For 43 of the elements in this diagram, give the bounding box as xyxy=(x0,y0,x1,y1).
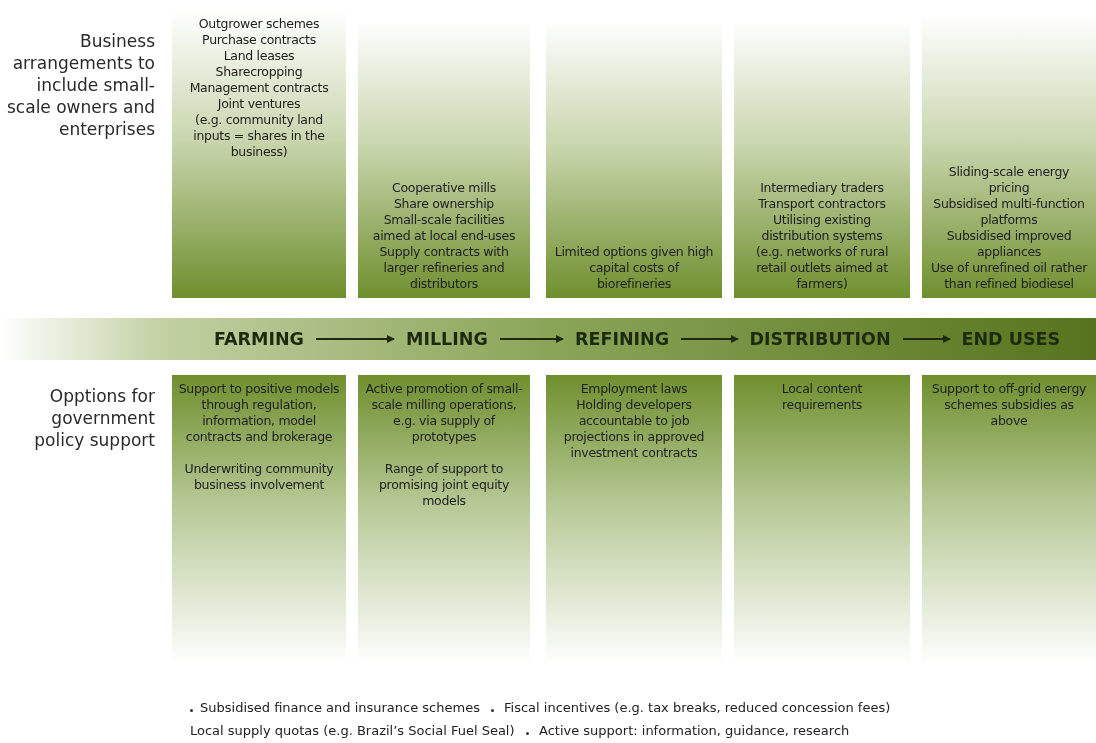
panel-text: (e.g. community land inputs = shares in the business) xyxy=(192,112,326,160)
panel-text: (e.g. networks of rural retail outlets aimed at farmers) xyxy=(754,244,890,292)
panel-text: Land leases xyxy=(223,48,295,64)
panel-text: Use of unrefined oil rather than refined biodiesel xyxy=(929,260,1089,292)
arrow xyxy=(315,335,395,343)
panel-text: Subsidised multi-function platforms xyxy=(932,196,1086,228)
panel-text: Intermediary traders xyxy=(760,180,884,196)
panel-text: Transport contractors xyxy=(758,196,886,212)
panel-text: Supply contracts with larger refineries and distributors xyxy=(378,244,510,292)
arrow xyxy=(499,335,564,343)
panel-text: Sliding-scale energy pricing xyxy=(947,164,1071,196)
panel-text: Outgrower schemes xyxy=(198,16,320,32)
panel-text: Subsidised improved appliances xyxy=(945,228,1073,260)
panel-text: Sharecropping xyxy=(215,64,303,80)
panel-text: Support to positive models through regulation, information, model contracts and brokerage xyxy=(178,381,340,445)
panel-text: Holding developers accountable to job projections in approved investment contracts xyxy=(562,397,706,461)
arrow xyxy=(680,335,739,343)
arrow xyxy=(902,335,951,343)
panel-text: Support to off-grid energy schemes subsidies as above xyxy=(930,381,1088,429)
panel-text: Joint ventures xyxy=(217,96,301,112)
panel-text: Small-scale facilities aimed at local end-uses xyxy=(371,212,517,244)
panel-text: Cooperative mills xyxy=(392,180,496,196)
panel-text: Management contracts xyxy=(189,80,329,96)
panel-text: Share ownership xyxy=(394,196,494,212)
stage-label: FARMING xyxy=(214,328,304,350)
row-heading: Opptions for government policy support xyxy=(33,385,155,451)
panel-text: Utilising existing distribution systems xyxy=(760,212,884,244)
stage-label: END USES xyxy=(961,328,1061,350)
panel-text: Range of support to promising joint equity models xyxy=(378,461,510,509)
row-heading: Business arrangements to include small-scale owners and enterprises xyxy=(6,30,155,140)
stage-label: DISTRIBUTION xyxy=(749,328,891,350)
panel-text: Employment laws xyxy=(580,381,688,397)
panel-text: Purchase contracts xyxy=(202,32,316,48)
note-text: Fiscal incentives (e.g. tax breaks, reduced concession fees) xyxy=(504,700,891,715)
stage-label: MILLING xyxy=(406,328,488,350)
note-text: Subsidised finance and insurance schemes xyxy=(200,700,480,715)
panel-text: Underwriting community business involvement xyxy=(183,461,335,493)
stage-label: REFINING xyxy=(575,328,670,350)
note-text: Local supply quotas (e.g. Brazil’s Social Fuel Seal) xyxy=(190,723,515,738)
panel-text: Local content requirements xyxy=(780,381,864,413)
panel-text: Limited options given high capital costs of biorefineries xyxy=(553,244,715,292)
note-text: Active support: information, guidance, research xyxy=(539,723,850,738)
panel-text: Active promotion of small-scale milling operations, e.g. via supply of prototypes xyxy=(364,381,524,445)
